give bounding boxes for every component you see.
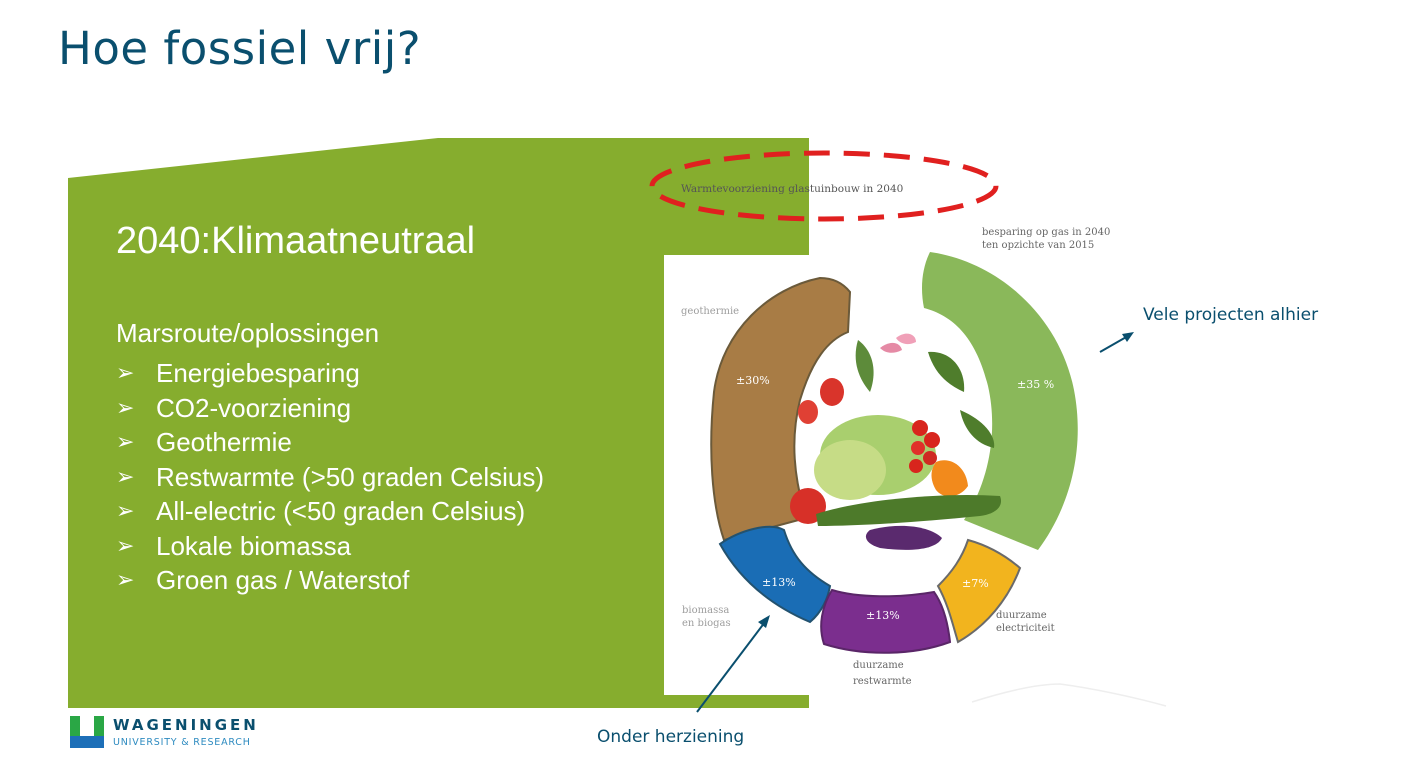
segment-electriciteit xyxy=(936,538,1022,644)
segment-restwarmte xyxy=(820,588,952,654)
right-annotation: Vele projecten alhier xyxy=(1143,305,1319,325)
highlight-ellipse xyxy=(649,150,999,222)
list-item: ➢ Groen gas / Waterstof xyxy=(116,563,544,598)
arrow-bullet-icon: ➢ xyxy=(116,463,135,489)
list-item-label: All-electric (<50 graden Celsius) xyxy=(156,496,526,527)
list-item-label: Lokale biomassa xyxy=(156,530,352,561)
arrow-bullet-icon: ➢ xyxy=(116,394,135,420)
panel-subheading: Marsroute/oplossingen xyxy=(116,318,380,348)
list-item-label: Restwarmte (>50 graden Celsius) xyxy=(156,461,544,492)
list-item-label: Energiebesparing xyxy=(156,358,360,389)
arrow-bullet-icon: ➢ xyxy=(116,567,135,593)
list-item: ➢ CO2-voorziening xyxy=(116,391,544,426)
list-item-label: Geothermie xyxy=(156,427,292,458)
segment-besparing xyxy=(922,252,1078,550)
arrow-bullet-icon: ➢ xyxy=(116,360,135,386)
list-item: ➢ Energiebesparing xyxy=(116,356,544,391)
arrow-bullet-icon: ➢ xyxy=(116,532,135,558)
diagram-title: Warmtevoorziening glastuinbouw in 2040 xyxy=(681,183,903,195)
wageningen-logo xyxy=(70,716,104,748)
caption-restwarmte-2: restwarmte xyxy=(853,676,912,687)
bottom-annotation: Onder herziening xyxy=(597,727,745,747)
panel-heading: 2040:Klimaatneutraal xyxy=(116,220,476,262)
list-item: ➢ Restwarmte (>50 graden Celsius) xyxy=(116,460,544,495)
caption-restwarmte-1: duurzame xyxy=(853,660,904,671)
list-item-label: Groen gas / Waterstof xyxy=(156,565,410,596)
arrow-bullet-icon: ➢ xyxy=(116,429,135,455)
logo-subtitle: UNIVERSITY & RESEARCH xyxy=(113,737,251,748)
caption-geothermie: geothermie xyxy=(681,306,739,317)
arrow-to-biomassa-icon xyxy=(696,615,770,713)
list-item: ➢ Geothermie xyxy=(116,425,544,460)
value-biomassa: ±13% xyxy=(762,576,796,589)
logo-name: WAGENINGEN xyxy=(113,716,259,734)
caption-electriciteit-1: duurzame xyxy=(996,610,1047,621)
segment-biomassa xyxy=(718,525,832,624)
arrow-bullet-icon: ➢ xyxy=(116,498,135,524)
savings-label-line2: ten opzichte van 2015 xyxy=(982,240,1094,251)
value-restwarmte: ±13% xyxy=(866,609,900,622)
value-besparing: ±35 % xyxy=(1017,378,1054,391)
solutions-list: ➢ Energiebesparing ➢ CO2-voorziening ➢ Geot… xyxy=(116,356,544,598)
vegetables-illustration xyxy=(790,333,1002,550)
value-geothermie: ±30% xyxy=(736,374,770,387)
list-item: ➢ Lokale biomassa xyxy=(116,529,544,564)
divider-line xyxy=(971,683,1167,707)
caption-biomassa-1: biomassa xyxy=(682,605,729,616)
list-item-label: CO2-voorziening xyxy=(156,392,352,423)
caption-biomassa-2: en biogas xyxy=(682,618,731,629)
arrow-to-besparing-icon xyxy=(1099,332,1134,353)
list-item: ➢ All-electric (<50 graden Celsius) xyxy=(116,494,544,529)
slide-title: Hoe fossiel vrij? xyxy=(58,22,422,75)
green-panel xyxy=(68,138,809,708)
value-electriciteit: ±7% xyxy=(962,577,989,590)
savings-label-line1: besparing op gas in 2040 xyxy=(982,227,1110,238)
caption-electriciteit-2: electriciteit xyxy=(996,623,1055,634)
